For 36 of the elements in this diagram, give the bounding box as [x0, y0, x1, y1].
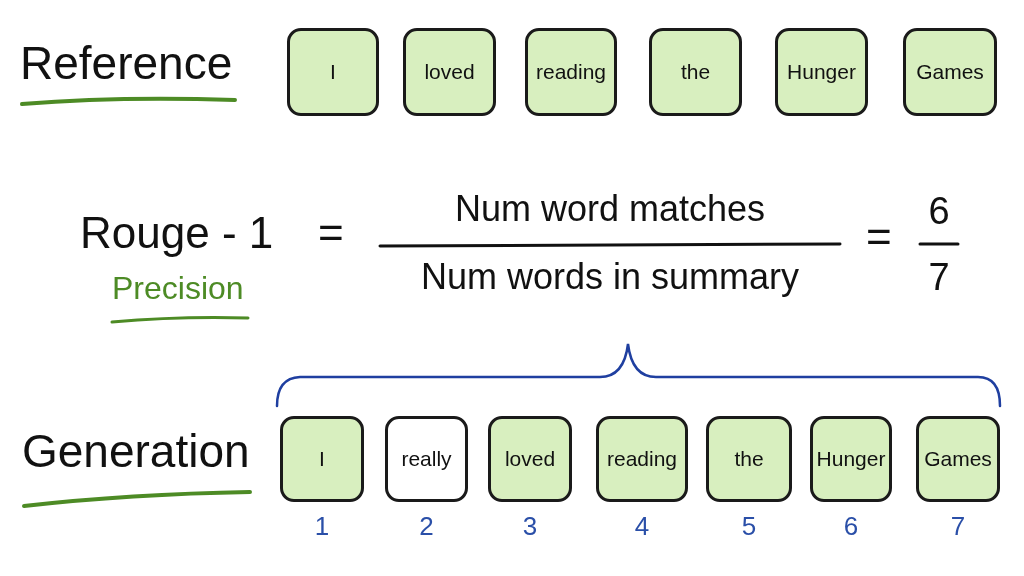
- word-box: [287, 28, 379, 116]
- position-number: 6: [842, 511, 860, 542]
- heading-text: Reference: [20, 36, 233, 90]
- word-text: reading: [535, 60, 607, 84]
- equals-sign: =: [318, 208, 344, 258]
- metric-subtitle: Precision: [112, 270, 244, 307]
- word-box: [775, 28, 868, 116]
- heading-text: Generation: [22, 424, 250, 478]
- denominator-text: 7: [927, 256, 951, 299]
- word-text: loved: [424, 60, 475, 84]
- word-text: really: [401, 447, 452, 471]
- word-text: I: [319, 447, 325, 471]
- position-number: 3: [521, 511, 539, 542]
- position-number: 1: [313, 511, 331, 542]
- position-number: 7: [949, 511, 967, 542]
- word-text: I: [330, 60, 336, 84]
- position-number: 5: [740, 511, 758, 542]
- word-text: the: [734, 447, 764, 471]
- word-text: Hunger: [816, 447, 886, 471]
- word-box: [649, 28, 742, 116]
- position-number: 2: [418, 511, 435, 542]
- equals-sign: =: [866, 212, 892, 262]
- numerator-text: 6: [927, 190, 951, 233]
- word-text: Games: [924, 447, 992, 471]
- word-box: [525, 28, 617, 116]
- word-text: loved: [504, 447, 556, 471]
- word-text: Hunger: [787, 60, 856, 84]
- word-box: [903, 28, 997, 116]
- denominator-text: Num words in summary: [419, 256, 801, 298]
- formula-text: Rouge - 1: [80, 208, 274, 258]
- word-box: [403, 28, 496, 116]
- word-text: Games: [916, 60, 984, 84]
- position-number: 4: [633, 511, 651, 542]
- numerator-text: Num word matches: [453, 188, 767, 230]
- word-text: reading: [606, 447, 678, 471]
- word-text: the: [680, 60, 711, 84]
